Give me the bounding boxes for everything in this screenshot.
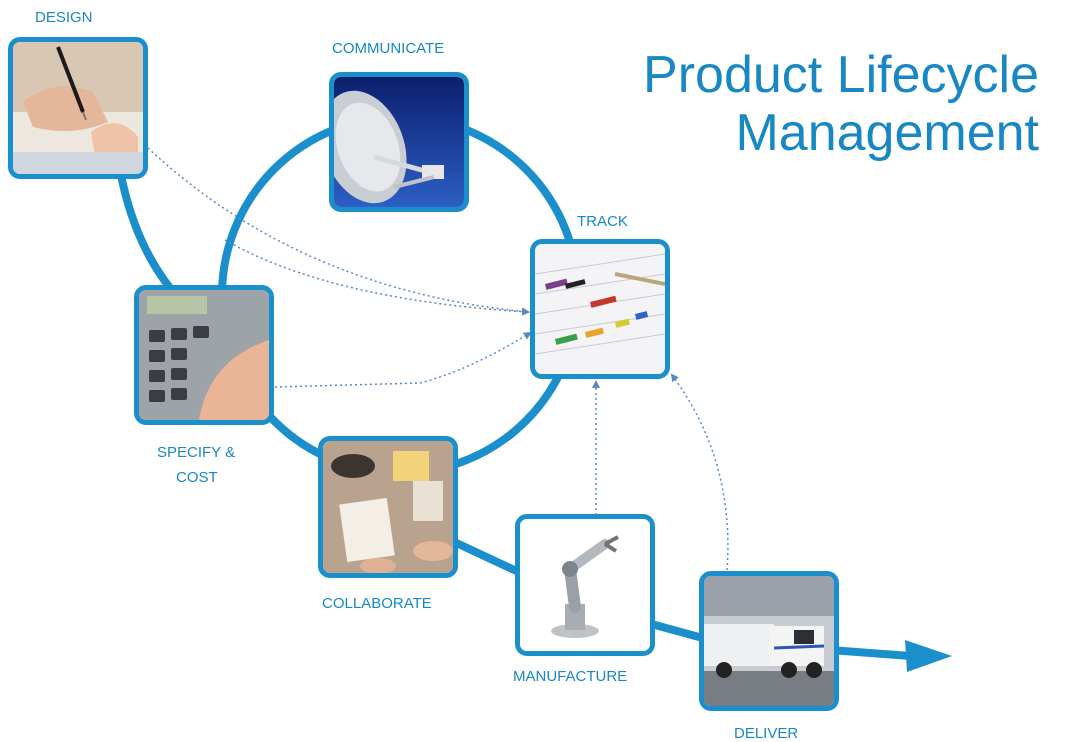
- track-node[interactable]: [530, 239, 670, 379]
- specify-label-line-2: COST: [176, 469, 218, 486]
- deliver-node[interactable]: [699, 571, 839, 711]
- specify-cost-node[interactable]: [134, 285, 274, 425]
- specify-label-line-1: SPECIFY &: [157, 444, 236, 461]
- dotted-specify-to-track: [274, 331, 532, 388]
- communicate-label: COMMUNICATE: [332, 40, 445, 57]
- design-node[interactable]: [8, 37, 148, 179]
- specify-cost-photo: [139, 290, 269, 420]
- track-photo: [535, 244, 665, 374]
- design-label: DESIGN: [35, 9, 93, 26]
- collaborate-label: COLLABORATE: [322, 595, 432, 612]
- deliver-label: DELIVER: [734, 725, 799, 742]
- manufacture-label: MANUFACTURE: [513, 668, 628, 685]
- title-line-1: Product Lifecycle: [643, 46, 1039, 104]
- page-title: Product Lifecycle Management: [643, 46, 1039, 162]
- design-to-specify-line: [116, 169, 183, 303]
- dotted-deliver-to-track: [670, 373, 729, 571]
- collaborate-photo: [323, 441, 453, 573]
- dotted-design-to-track: [147, 147, 530, 316]
- manufacture-photo: [520, 519, 650, 651]
- title-line-2: Management: [735, 104, 1039, 162]
- track-label: TRACK: [577, 213, 628, 230]
- communicate-photo: [334, 77, 464, 207]
- manufacture-node[interactable]: [515, 514, 655, 656]
- deliver-photo: [704, 576, 834, 706]
- design-photo: [13, 42, 143, 174]
- collaborate-node[interactable]: [318, 436, 458, 578]
- flow-arrow-head: [905, 640, 952, 672]
- communicate-node[interactable]: [329, 72, 469, 212]
